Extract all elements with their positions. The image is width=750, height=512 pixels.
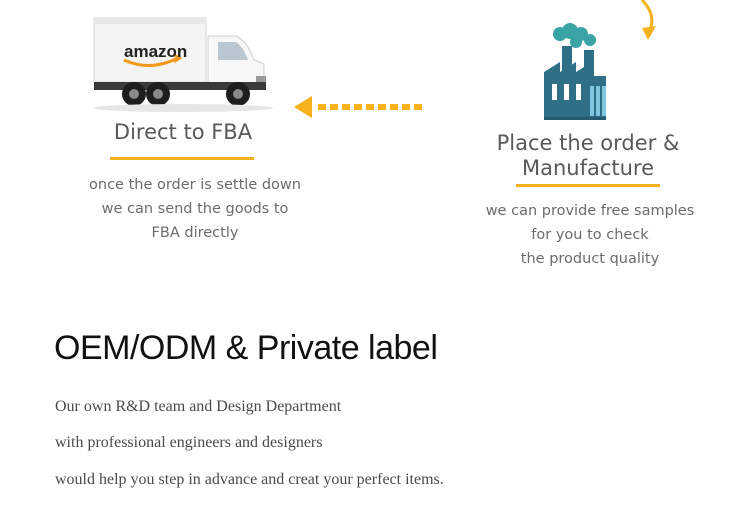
curved-arrow-down-icon [632, 0, 662, 42]
desc-line: FBA directly [151, 225, 239, 241]
right-step-description: we can provide free samples for you to c… [440, 199, 740, 271]
factory-icon [536, 22, 626, 122]
paragraph-line-3: would help you step in advance and creat… [55, 471, 444, 488]
desc-line: we can send the goods to [101, 201, 289, 217]
desc-line: for you to check [531, 227, 649, 243]
oem-odm-headline: OEM/ODM & Private label [54, 329, 438, 367]
left-step-description: once the order is settle down we can sen… [40, 173, 350, 245]
desc-line: the product quality [520, 251, 660, 267]
left-title-underline [110, 157, 254, 160]
paragraph-line-1: Our own R&D team and Design Department [55, 398, 342, 415]
amazon-truck-image: amazon [88, 14, 278, 114]
direct-to-fba-title: Direct to FBA [113, 120, 253, 144]
place-order-title: Place the order & Manufacture [470, 131, 706, 181]
desc-line: once the order is settle down [89, 177, 301, 193]
desc-line: we can provide free samples [485, 203, 695, 219]
dotted-arrow-left-icon [292, 92, 428, 122]
paragraph-line-2: with professional engineers and designer… [55, 434, 323, 451]
title-line: Place the order & [496, 131, 680, 155]
title-line: Manufacture [521, 156, 655, 180]
truck-brand-text: amazon [124, 42, 188, 61]
right-title-underline [516, 184, 660, 187]
